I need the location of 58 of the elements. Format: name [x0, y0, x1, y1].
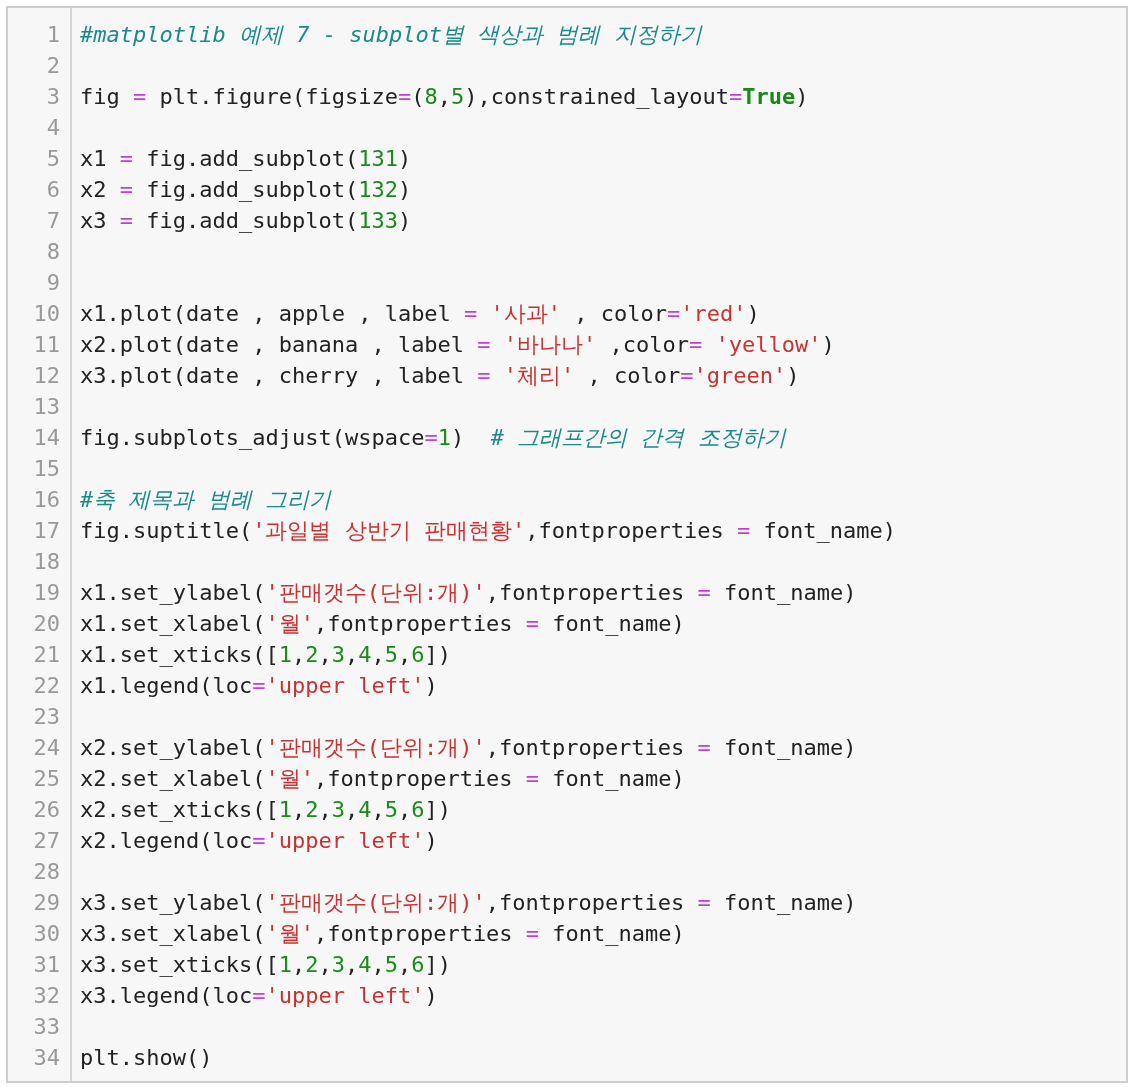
line-number: 18	[32, 548, 60, 576]
line-number: 23	[32, 703, 60, 731]
line-number: 25	[32, 765, 60, 793]
code-line: x3.legend(loc='upper left')	[80, 982, 438, 1010]
code-line: x3.set_ylabel('판매갯수(단위:개)',fontproperties = font_name)	[80, 889, 857, 917]
line-number: 10	[32, 300, 60, 328]
line-number: 33	[32, 1013, 60, 1041]
line-number: 16	[32, 486, 60, 514]
code-line: x2 = fig.add_subplot(132)	[80, 176, 412, 204]
line-number: 26	[32, 796, 60, 824]
line-number: 21	[32, 641, 60, 669]
line-number: 8	[45, 238, 60, 266]
line-number: 15	[32, 455, 60, 483]
line-number: 6	[45, 176, 60, 204]
line-number: 5	[45, 145, 60, 173]
code-line: fig.subplots_adjust(wspace=1) # 그래프간의 간격 조정하기	[80, 424, 786, 452]
code-line: #matplotlib 예제 7 - subplot별 색상과 범례 지정하기	[80, 21, 702, 49]
line-number: 17	[32, 517, 60, 545]
line-number: 30	[32, 920, 60, 948]
line-number: 11	[32, 331, 60, 359]
line-number: 7	[45, 207, 60, 235]
line-number: 31	[32, 951, 60, 979]
line-number: 27	[32, 827, 60, 855]
code-line: x1.set_xlabel('월',fontproperties = font_name)	[80, 610, 685, 638]
line-number: 12	[32, 362, 60, 390]
line-number: 22	[32, 672, 60, 700]
code-line: #축 제목과 범례 그리기	[80, 486, 331, 514]
line-number: 4	[45, 114, 60, 142]
line-number: 28	[32, 858, 60, 886]
line-number: 2	[45, 52, 60, 80]
code-line: plt.show()	[80, 1044, 213, 1072]
code-line: x3.set_xlabel('월',fontproperties = font_name)	[80, 920, 685, 948]
code-line: x1.set_ylabel('판매갯수(단위:개)',fontproperties = font_name)	[80, 579, 857, 607]
line-number: 24	[32, 734, 60, 762]
line-number: 3	[45, 83, 60, 111]
line-number: 29	[32, 889, 60, 917]
code-line: x2.set_xlabel('월',fontproperties = font_name)	[80, 765, 685, 793]
code-line: x1.set_xticks([1,2,3,4,5,6])	[80, 641, 451, 669]
code-line: fig = plt.figure(figsize=(8,5),constrained_layout=True)	[80, 83, 809, 111]
line-number: 9	[45, 269, 60, 297]
line-number: 13	[32, 393, 60, 421]
line-number: 1	[45, 21, 60, 49]
code-line: x1.plot(date , apple , label = '사과' , color='red')	[80, 300, 760, 328]
code-line: x3.plot(date , cherry , label = '체리' , color='green')	[80, 362, 800, 390]
code-line: x2.legend(loc='upper left')	[80, 827, 438, 855]
line-number: 19	[32, 579, 60, 607]
code-line: fig.suptitle('과일별 상반기 판매현황',fontproperties = font_name)	[80, 517, 897, 545]
code-line: x2.set_xticks([1,2,3,4,5,6])	[80, 796, 451, 824]
line-number: 20	[32, 610, 60, 638]
code-line: x3.set_xticks([1,2,3,4,5,6])	[80, 951, 451, 979]
code-line: x3 = fig.add_subplot(133)	[80, 207, 412, 235]
code-line: x2.plot(date , banana , label = '바나나' ,color= 'yellow')	[80, 331, 835, 359]
code-line: x1.legend(loc='upper left')	[80, 672, 438, 700]
line-number: 34	[32, 1044, 60, 1072]
code-line: x2.set_ylabel('판매갯수(단위:개)',fontproperties = font_name)	[80, 734, 857, 762]
line-number: 14	[32, 424, 60, 452]
line-number: 32	[32, 982, 60, 1010]
code-line: x1 = fig.add_subplot(131)	[80, 145, 412, 173]
